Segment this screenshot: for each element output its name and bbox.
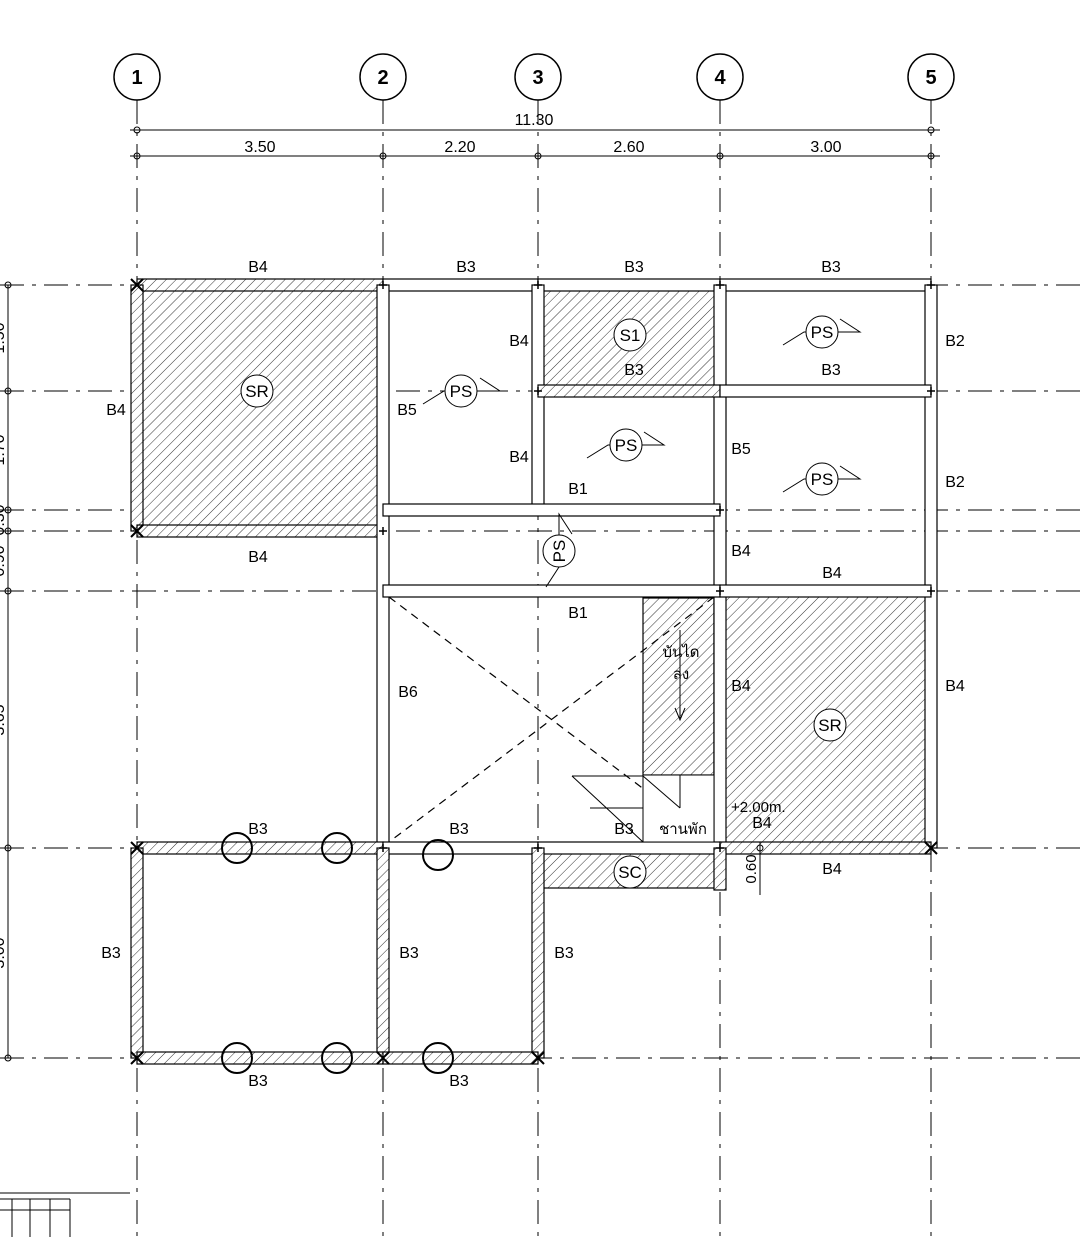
axis-label-3: 3	[532, 67, 543, 89]
stair-label-line2: ลง	[673, 666, 690, 683]
dimension-side-6: 3.00	[0, 937, 8, 968]
slab-tag-ps-2: PS	[782, 315, 862, 349]
stair-landing-label: ชานพัก	[659, 821, 707, 838]
axis-label-1: 1	[131, 67, 142, 89]
dimension-side-5: 3.65	[0, 704, 8, 735]
beam-label-top-b3-a: B3	[456, 259, 476, 276]
slab-tags: SR S1 SR SC PS PS PS PS	[240, 315, 862, 889]
beam-label-b2-bot: B2	[945, 474, 965, 491]
beam-label-b3-low-c: B3	[614, 821, 634, 838]
svg-text:PS: PS	[550, 540, 569, 563]
beam-label-b4-right-mid: B4	[822, 565, 842, 582]
slab-tag-ps-4: PS	[782, 462, 862, 496]
slab-tag-sr-right: SR	[818, 716, 842, 735]
beam-label-b5-right: B5	[731, 441, 751, 458]
beam-label-b1-top: B1	[568, 481, 588, 498]
axis-label-2: 2	[377, 67, 388, 89]
grid-axis-bubbles: 1 2 3 4 5	[113, 53, 955, 101]
beam-label-mid-b4: B4	[509, 333, 529, 350]
slab-tag-sr-left: SR	[245, 382, 269, 401]
beam-labels: B4 B3 B3 B3 B4 B4 B4 B5 B5 B3 B3 B2 B2 B…	[101, 259, 965, 1090]
beam-label-b5-left: B5	[397, 402, 417, 419]
dimension-overall: 11.30	[515, 112, 554, 129]
slab-tag-ps-1: PS	[422, 374, 502, 408]
dimension-side-4: 0.90	[0, 545, 8, 576]
beam-label-b6: B6	[398, 684, 418, 701]
dimension-span-1: 3.50	[244, 139, 275, 156]
beam-label-top-b3-c: B3	[821, 259, 841, 276]
dimension-lines-left: 1.50 1.70 0.30 0.90 3.65 3.00	[0, 281, 12, 1062]
svg-text:PS: PS	[615, 436, 638, 455]
axis-label-4: 4	[714, 67, 726, 89]
dimension-side-3: 0.30	[0, 504, 8, 535]
stair-elevation-label: +2.00m.	[731, 799, 786, 816]
hatched-slabs	[136, 284, 932, 889]
pier-circles	[221, 832, 454, 1074]
beam-label-right-b3: B3	[821, 362, 841, 379]
dimension-side-1: 1.50	[0, 322, 8, 353]
beam-label-left-b4: B4	[106, 402, 126, 419]
dimension-side-2: 1.70	[0, 434, 8, 465]
beam-label-b2-top: B2	[945, 333, 965, 350]
offset-dimension-label: 0.60	[743, 854, 760, 883]
beam-label-b4-stair: B4	[731, 678, 751, 695]
beam-label-b4-right-edge: B4	[945, 678, 965, 695]
stair-detail: บันได ลง ชานพัก +2.00m.	[571, 630, 786, 843]
offset-dimension: 0.60	[743, 842, 764, 895]
dimension-span-3: 2.60	[613, 139, 644, 156]
beam-label-b3-mid-vert: B3	[399, 945, 419, 962]
beam-label-b4-bottom-right: B4	[822, 861, 842, 878]
stair-label-line1: บันได	[662, 643, 699, 661]
beam-label-sr-bottom-b4: B4	[248, 549, 268, 566]
beam-label-mid-b4-b: B4	[509, 449, 529, 466]
slab-tag-s1: S1	[620, 326, 641, 345]
beam-label-top-b3-b: B3	[624, 259, 644, 276]
title-block-fragment	[0, 1192, 130, 1237]
dimension-lines-top: 11.30 3.50 2.20 2.60 3.00	[130, 112, 940, 160]
slab-sr-left-area	[136, 284, 384, 532]
slab-tag-ps-3: PS	[586, 428, 666, 462]
svg-text:PS: PS	[450, 382, 473, 401]
svg-text:PS: PS	[811, 470, 834, 489]
slab-tag-sc: SC	[618, 863, 642, 882]
column-marks	[130, 278, 938, 1065]
svg-text:PS: PS	[811, 323, 834, 342]
beam-label-b4-right-col: B4	[731, 543, 751, 560]
beam-label-b3-bottom-a: B3	[248, 1073, 268, 1090]
beam-label-b3-low-b: B3	[449, 821, 469, 838]
beam-label-b3-bottom-b: B3	[449, 1073, 469, 1090]
beam-label-b3-right-vert: B3	[554, 945, 574, 962]
beam-label-b3-left-vert: B3	[101, 945, 121, 962]
beam-label-b3-low-a: B3	[248, 821, 268, 838]
slab-tag-ps-5: PS	[542, 512, 576, 588]
axis-label-5: 5	[925, 67, 936, 89]
beam-label-s1-bottom-b3: B3	[624, 362, 644, 379]
beam-label-b1-bot: B1	[568, 605, 588, 622]
stair-flight-area	[642, 597, 715, 776]
beam-label-top-b4: B4	[248, 259, 268, 276]
dimension-span-4: 3.00	[810, 139, 841, 156]
dimension-span-2: 2.20	[444, 139, 475, 156]
beam-label-b4-landing-2: B4	[752, 815, 772, 832]
